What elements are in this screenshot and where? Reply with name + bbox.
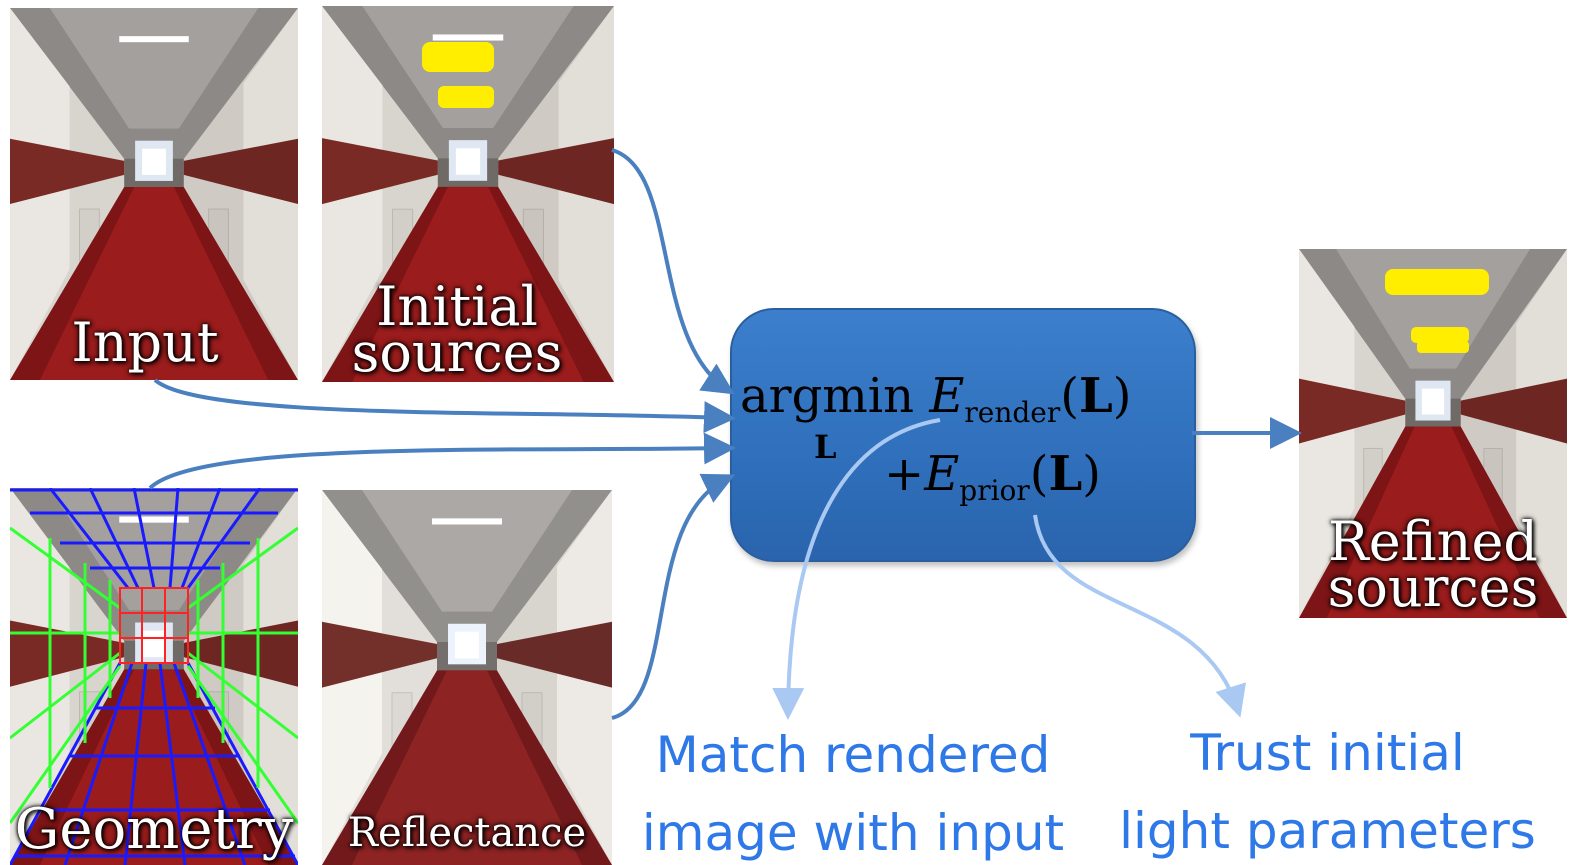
- argmin-variable-text: L: [814, 428, 837, 466]
- arrow-reflectance-to-box: [611, 473, 736, 720]
- light-source-shape: [438, 86, 494, 108]
- render-term: argmin Erender(L): [740, 368, 1132, 429]
- arrow-geometry-to-box: [148, 432, 736, 490]
- prior-paren-open: (: [1029, 446, 1049, 502]
- prior-energy-symbol: E: [924, 446, 960, 502]
- arrow-initial-to-box: [611, 148, 735, 395]
- green-grid: [10, 526, 298, 824]
- prior-term: +Eprior(L): [884, 446, 1101, 507]
- prior-caption-line2: light parameters: [1119, 802, 1536, 860]
- prior-caption-line1: Trust initial: [1190, 724, 1465, 782]
- geometry-panel: Geometry: [10, 488, 298, 865]
- render-subscript: render: [964, 396, 1061, 429]
- input-image-panel: Input: [10, 8, 298, 380]
- arrow-input-to-box: [153, 378, 736, 434]
- initial-sources-label-line2: sources: [351, 320, 563, 382]
- render-paren-close: ): [1112, 368, 1132, 424]
- prior-term-caption: Trust initial light parameters: [1100, 714, 1555, 865]
- geometry-label: Geometry: [14, 797, 294, 862]
- initial-sources-label-line1: Initial: [376, 275, 538, 338]
- render-caption-line2: image with input: [641, 804, 1065, 862]
- light-source-shape: [1417, 341, 1469, 353]
- render-paren-open: (: [1060, 368, 1079, 424]
- prior-argument: L: [1048, 446, 1083, 502]
- light-source-shape: [1385, 269, 1489, 295]
- blue-grid: [10, 488, 298, 865]
- prior-paren-close: ): [1082, 446, 1101, 502]
- render-term-caption: Match rendered image with input: [618, 716, 1088, 865]
- argmin-variable: L: [814, 428, 837, 466]
- render-energy-symbol: E: [929, 368, 965, 424]
- energy-objective-box: argmin Erender(L) L +Eprior(L): [730, 308, 1196, 562]
- render-argument: L: [1079, 368, 1113, 424]
- prior-subscript: prior: [959, 474, 1030, 507]
- light-source-shape: [422, 42, 494, 72]
- red-grid: [119, 587, 189, 664]
- refined-sources-label: Refined sources: [1299, 510, 1567, 618]
- render-caption-line1: Match rendered: [655, 726, 1051, 784]
- reflectance-label: Reflectance: [347, 810, 587, 856]
- refined-sources-label-line2: sources: [1327, 555, 1539, 618]
- refined-light-sources: [1385, 269, 1489, 353]
- initial-sources-label: Initial sources: [322, 275, 592, 382]
- refined-sources-panel: Refined sources: [1299, 249, 1567, 618]
- initial-sources-panel: Initial sources: [322, 6, 614, 382]
- corridor-photo: [322, 490, 612, 865]
- reflectance-panel: Reflectance: [322, 490, 612, 865]
- refined-sources-label-line1: Refined: [1328, 510, 1538, 573]
- argmin-operator: argmin: [740, 368, 915, 424]
- initial-light-sources: [422, 42, 494, 108]
- geometry-grid-overlay: [10, 488, 298, 865]
- input-label: Input: [71, 311, 219, 374]
- prior-plus: +: [884, 446, 925, 502]
- light-source-shape: [1411, 327, 1469, 343]
